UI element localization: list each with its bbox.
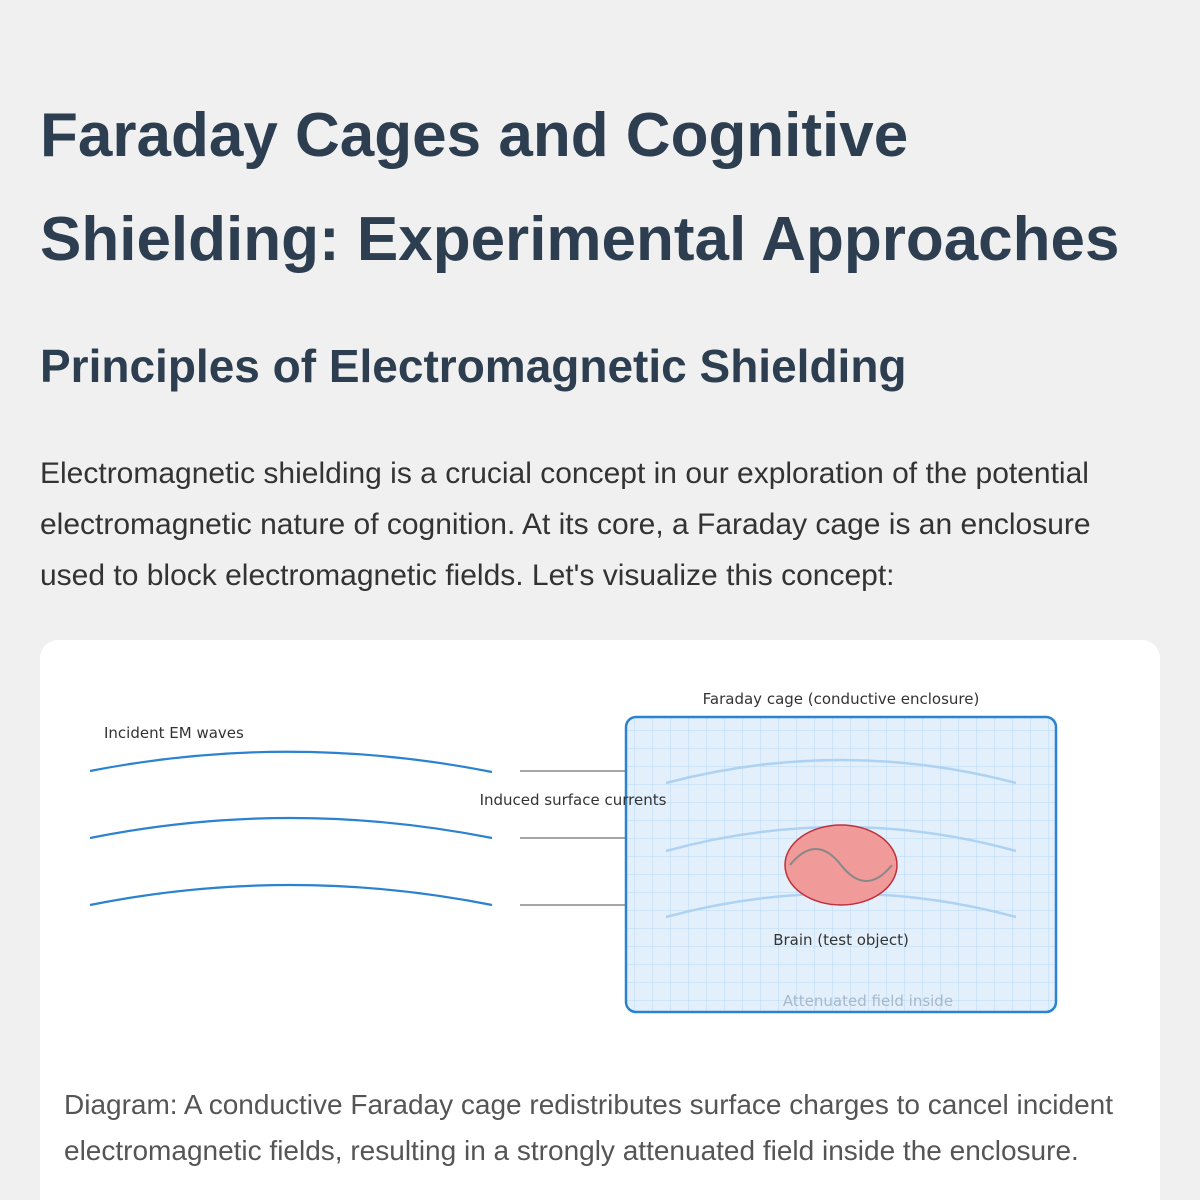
- incident-wave-1: [89, 750, 493, 774]
- section-heading: Principles of Electromagnetic Shielding: [40, 340, 907, 392]
- shielding-diagram: Incident EM waves Faraday cage (conducti…: [89, 690, 1058, 1014]
- attenuated-field-label: Attenuated field inside: [783, 992, 953, 1010]
- cage-label: Faraday cage (conductive enclosure): [703, 690, 980, 708]
- diagram-card: Incident EM waves Faraday cage (conducti…: [40, 640, 1160, 1200]
- incident-waves-label: Incident EM waves: [104, 724, 244, 742]
- incident-wave-2: [89, 816, 493, 840]
- page-title: Faraday Cages and Cognitive Shielding: E…: [40, 101, 1120, 274]
- brain-label: Brain (test object): [773, 931, 909, 949]
- attenuated-wave-1: [665, 758, 1017, 785]
- incident-wave-3: [89, 883, 493, 907]
- brain-wave-trace: [789, 848, 893, 882]
- intro-paragraph: Electromagnetic shielding is a crucial c…: [40, 457, 1091, 592]
- surface-currents-label: Induced surface currents: [480, 791, 667, 809]
- diagram-caption: Diagram: A conductive Faraday cage redis…: [64, 1089, 1114, 1166]
